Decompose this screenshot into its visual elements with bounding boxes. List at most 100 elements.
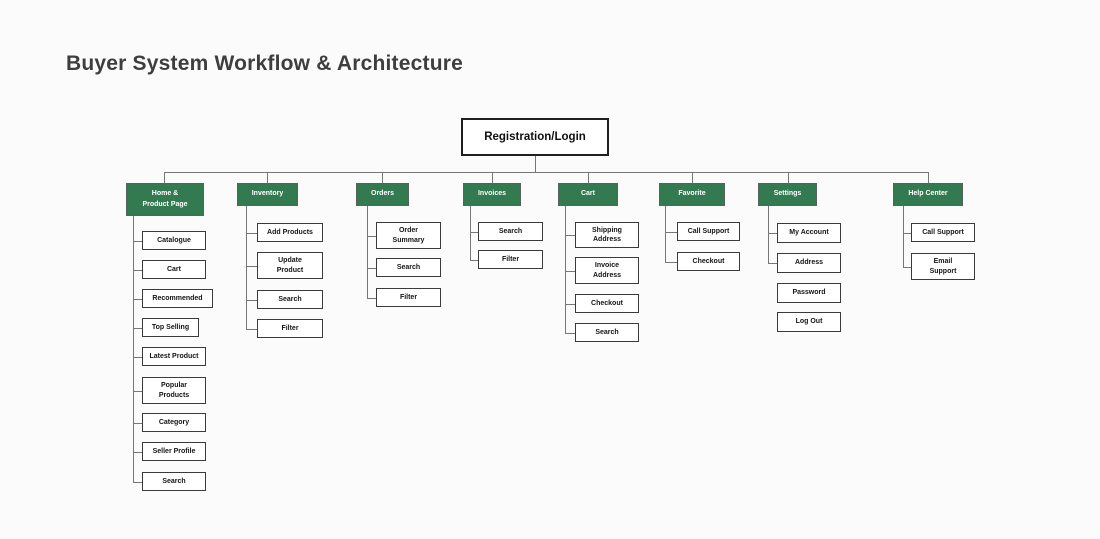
connector-child-stub <box>367 298 376 299</box>
connector-child-stub <box>768 233 777 234</box>
child-node-update-product-label: Update Product <box>276 257 304 274</box>
connector-child-stub <box>246 300 257 301</box>
child-node-search: Search <box>478 222 543 241</box>
connector-branch-stub <box>692 172 693 183</box>
child-node-search-label: Search <box>396 263 421 271</box>
child-node-order-summary-label: Order Summary <box>392 227 425 244</box>
connector-spine <box>246 206 247 329</box>
child-node-shipping-address: Shipping Address <box>575 222 639 248</box>
child-node-add-products: Add Products <box>257 223 323 242</box>
child-node-my-account: My Account <box>777 223 841 243</box>
connector-child-stub <box>133 423 142 424</box>
connector-child-stub <box>246 233 257 234</box>
page-title: Buyer System Workflow & Architecture <box>66 52 463 75</box>
child-node-call-support: Call Support <box>911 223 975 242</box>
connector-spine <box>133 216 134 482</box>
branch-node-invoices: Invoices <box>463 183 521 206</box>
child-node-popular-products-label: Popular Products <box>158 382 190 399</box>
child-node-my-account-label: My Account <box>789 229 829 237</box>
connector-child-stub <box>133 391 142 392</box>
child-node-password: Password <box>777 283 841 303</box>
branch-node-home-product-page: Home & Product Page <box>126 183 204 216</box>
child-node-address: Address <box>777 253 841 273</box>
child-node-call-support-label: Call Support <box>687 227 730 235</box>
connector-branch-stub <box>492 172 493 183</box>
connector-child-stub <box>768 263 777 264</box>
connector-child-stub <box>470 260 478 261</box>
branch-node-help-center-label: Help Center <box>908 190 948 198</box>
branch-node-favorite-label: Favorite <box>678 190 706 198</box>
connector-child-stub <box>565 304 575 305</box>
connector-child-stub <box>367 268 376 269</box>
child-node-email-support-label: Email Support <box>929 258 957 275</box>
connector-child-stub <box>903 233 911 234</box>
child-node-filter-label: Filter <box>281 324 299 332</box>
connector-child-stub <box>367 236 376 237</box>
child-node-cart-label: Cart <box>166 265 181 273</box>
branch-node-favorite: Favorite <box>659 183 725 206</box>
child-node-recommended-label: Recommended <box>152 294 203 302</box>
child-node-category-label: Category <box>158 418 190 426</box>
child-node-top-selling-label: Top Selling <box>151 323 190 331</box>
connector-spine <box>665 206 666 262</box>
child-node-latest-product: Latest Product <box>142 347 206 366</box>
connector-branch-stub <box>588 172 589 183</box>
connector-spine <box>768 206 769 263</box>
child-node-filter: Filter <box>257 319 323 338</box>
child-node-password-label: Password <box>792 289 826 297</box>
child-node-email-support: Email Support <box>911 253 975 280</box>
child-node-search: Search <box>257 290 323 309</box>
child-node-update-product: Update Product <box>257 252 323 279</box>
child-node-add-products-label: Add Products <box>267 228 313 236</box>
child-node-search: Search <box>575 323 639 342</box>
connector-child-stub <box>470 232 478 233</box>
connector-branch-stub <box>267 172 268 183</box>
child-node-search: Search <box>376 258 441 277</box>
child-node-search-label: Search <box>278 295 302 303</box>
connector-child-stub <box>246 266 257 267</box>
child-node-invoice-address-label: Invoice Address <box>592 262 621 279</box>
connector-child-stub <box>133 328 142 329</box>
child-node-checkout: Checkout <box>575 294 639 313</box>
child-node-search-label: Search <box>498 227 523 235</box>
root-node-registration-login: Registration/Login <box>461 118 609 156</box>
child-node-seller-profile: Seller Profile <box>142 442 206 461</box>
child-node-checkout-label: Checkout <box>692 257 725 265</box>
child-node-cart: Cart <box>142 260 206 279</box>
child-node-filter-label: Filter <box>399 293 418 301</box>
child-node-seller-profile-label: Seller Profile <box>152 447 196 455</box>
child-node-shipping-address-label: Shipping Address <box>592 226 622 243</box>
child-node-address-label: Address <box>794 259 823 267</box>
connector-branch-stub <box>164 172 165 183</box>
child-node-search-label: Search <box>595 328 619 336</box>
branch-node-orders: Orders <box>356 183 409 206</box>
connector-bus <box>164 172 928 173</box>
child-node-category: Category <box>142 413 206 432</box>
child-node-top-selling: Top Selling <box>142 318 199 337</box>
connector-child-stub <box>133 241 142 242</box>
child-node-checkout: Checkout <box>677 252 740 271</box>
branch-node-settings: Settings <box>758 183 817 206</box>
child-node-search: Search <box>142 472 206 491</box>
connector-child-stub <box>133 270 142 271</box>
connector-child-stub <box>133 357 142 358</box>
branch-node-inventory: Inventory <box>237 183 298 206</box>
connector-branch-stub <box>382 172 383 183</box>
connector-child-stub <box>903 267 911 268</box>
connector-child-stub <box>133 482 142 483</box>
child-node-recommended: Recommended <box>142 289 213 308</box>
branch-node-orders-label: Orders <box>371 190 394 198</box>
child-node-invoice-address: Invoice Address <box>575 257 639 284</box>
child-node-log-out-label: Log Out <box>795 318 823 326</box>
connector-child-stub <box>133 452 142 453</box>
connector-child-stub <box>665 262 677 263</box>
branch-node-help-center: Help Center <box>893 183 963 206</box>
child-node-filter-label: Filter <box>501 255 520 263</box>
root-node-label: Registration/Login <box>484 131 586 143</box>
branch-node-home-product-page-label: Home & Product Page <box>142 190 188 208</box>
connector-branch-stub <box>788 172 789 183</box>
child-node-filter: Filter <box>478 250 543 269</box>
connector-root-stub <box>535 156 536 172</box>
child-node-call-support-label: Call Support <box>922 228 964 236</box>
